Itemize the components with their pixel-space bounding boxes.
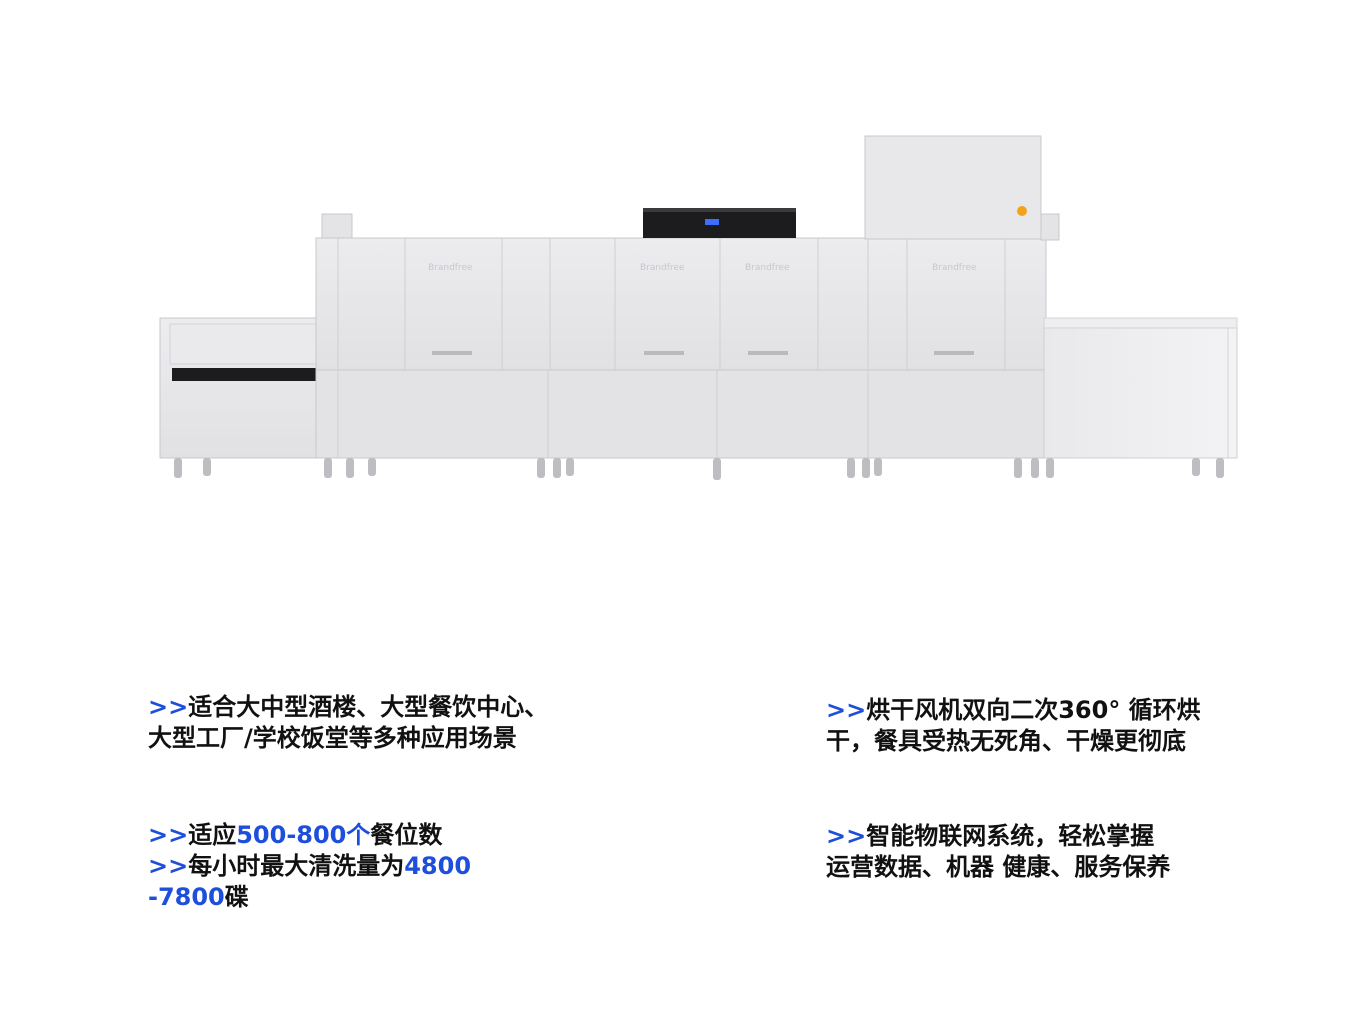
feature-line: >>智能物联网系统，轻松掌握 — [826, 821, 1170, 852]
feature-line: >>烘干风机双向二次360° 循环烘 — [826, 695, 1201, 726]
feature-text: 智能物联网系统，轻松掌握 — [866, 822, 1155, 850]
bullet-prefix: >> — [148, 821, 189, 849]
feature-line: 大型工厂/学校饭堂等多种应用场景 — [148, 723, 548, 754]
bullet-prefix: >> — [148, 693, 189, 721]
highlight-text: 4800 — [404, 852, 472, 880]
feature-text: 碟 — [224, 883, 249, 911]
brand-mark: Brandfree — [428, 263, 473, 273]
dryer-tower — [864, 135, 1060, 241]
bullet-prefix: >> — [826, 696, 867, 724]
feature-line: >>适合大中型酒楼、大型餐饮中心、 — [148, 692, 548, 723]
brand-mark: Brandfree — [640, 263, 685, 273]
bullet-prefix: >> — [148, 852, 189, 880]
brand-mark: Brandfree — [932, 263, 977, 273]
feature-iot: >>智能物联网系统，轻松掌握运营数据、机器 健康、服务保养 — [826, 821, 1170, 883]
feature-text: 适应 — [188, 821, 237, 849]
highlight-text: 500-800个 — [236, 821, 371, 849]
feature-text: 适合大中型酒楼、大型餐饮中心、 — [188, 693, 549, 721]
brand-mark: Brandfree — [745, 263, 790, 273]
display-led — [705, 219, 719, 225]
feature-line: >>每小时最大清洗量为4800 — [148, 851, 471, 882]
machine-legs — [174, 458, 1224, 480]
feature-venue: >>适合大中型酒楼、大型餐饮中心、大型工厂/学校饭堂等多种应用场景 — [148, 692, 548, 754]
indicator-light — [1017, 206, 1027, 216]
highlight-text: -7800 — [148, 883, 225, 911]
feature-text: 运营数据、机器 健康、服务保养 — [826, 853, 1171, 881]
feature-text: 烘干风机双向二次360° 循环烘 — [866, 696, 1201, 724]
feature-text: 干，餐具受热无死角、干燥更彻底 — [826, 727, 1186, 755]
main-body: Brandfree Brandfree Brandfree Brandfree — [315, 237, 1047, 459]
dishwasher-machine-image: Brandfree Brandfree Brandfree Brandfree — [159, 135, 1238, 480]
feature-drying: >>烘干风机双向二次360° 循环烘干，餐具受热无死角、干燥更彻底 — [826, 695, 1201, 757]
bullet-prefix: >> — [826, 822, 867, 850]
feature-text: 每小时最大清洗量为 — [188, 852, 405, 880]
loading-table — [159, 317, 337, 459]
feature-text: 餐位数 — [370, 821, 443, 849]
feature-capacity: >>适应500-800个餐位数>>每小时最大清洗量为4800-7800碟 — [148, 820, 471, 913]
control-panel — [643, 208, 796, 238]
feature-line: 干，餐具受热无死角、干燥更彻底 — [826, 726, 1201, 757]
feature-line: -7800碟 — [148, 882, 471, 913]
unloading-table — [1043, 317, 1238, 459]
black-slot — [172, 368, 333, 381]
feature-text: 大型工厂/学校饭堂等多种应用场景 — [148, 724, 517, 752]
feature-line: >>适应500-800个餐位数 — [148, 820, 471, 851]
feature-line: 运营数据、机器 健康、服务保养 — [826, 852, 1170, 883]
